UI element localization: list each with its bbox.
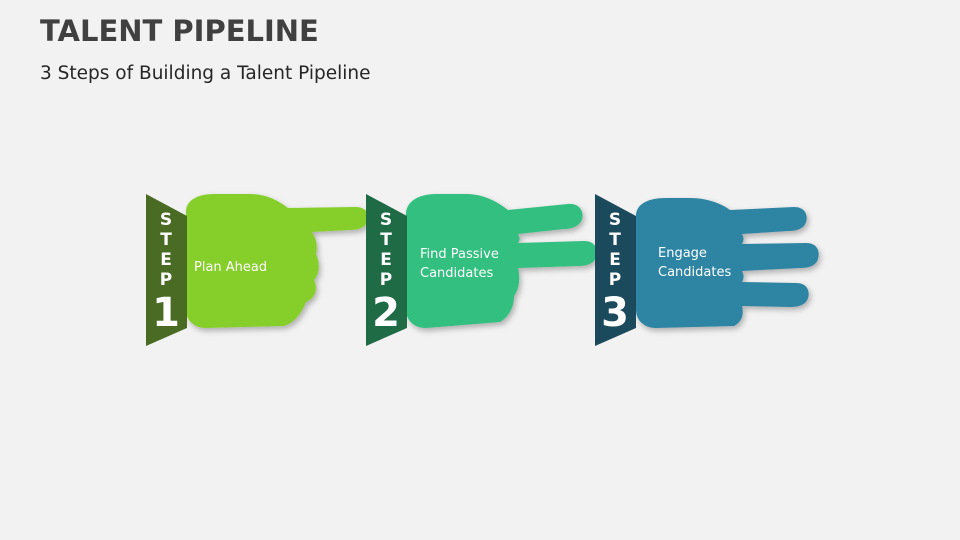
step-2-letter-s: S: [380, 210, 392, 230]
step-1-letter-e: E: [160, 250, 172, 270]
step-1-letter-t: T: [160, 230, 172, 250]
step-3: S T E P 3 Engage Candidates: [595, 194, 819, 346]
step-3-letter-t: T: [609, 230, 621, 250]
step-2: S T E P 2 Find Passive Candidates: [366, 194, 597, 346]
step-2-letter-p: P: [380, 270, 392, 290]
step-1-letter-s: S: [160, 210, 172, 230]
step-1-tab: [146, 194, 187, 346]
step-3-letter-e: E: [609, 250, 621, 270]
step-1-number: 1: [152, 290, 180, 336]
step-2-letter-t: T: [380, 230, 392, 250]
step-3-letter-s: S: [609, 210, 621, 230]
slide-subtitle: 3 Steps of Building a Talent Pipeline: [40, 63, 371, 84]
step-3-number: 3: [601, 290, 629, 336]
step-1: S T E P 1 Plan Ahead: [146, 194, 369, 346]
step-2-number: 2: [372, 290, 400, 336]
step-3-letter-p: P: [609, 270, 621, 290]
step-3-hand: [636, 198, 819, 328]
step-3-label-line-1: Engage: [658, 246, 707, 261]
step-2-label-line-1: Find Passive: [420, 247, 499, 262]
step-2-tab: [366, 194, 407, 346]
step-2-hand: [406, 194, 597, 328]
step-1-label-line-1: Plan Ahead: [194, 260, 267, 275]
step-1-hand: [186, 194, 369, 328]
step-2-letter-e: E: [380, 250, 392, 270]
step-2-label-line-2: Candidates: [420, 266, 493, 281]
slide-title: TALENT PIPELINE: [40, 14, 319, 48]
step-3-label-line-2: Candidates: [658, 265, 731, 280]
step-1-letter-p: P: [160, 270, 172, 290]
step-3-tab: [595, 194, 636, 346]
